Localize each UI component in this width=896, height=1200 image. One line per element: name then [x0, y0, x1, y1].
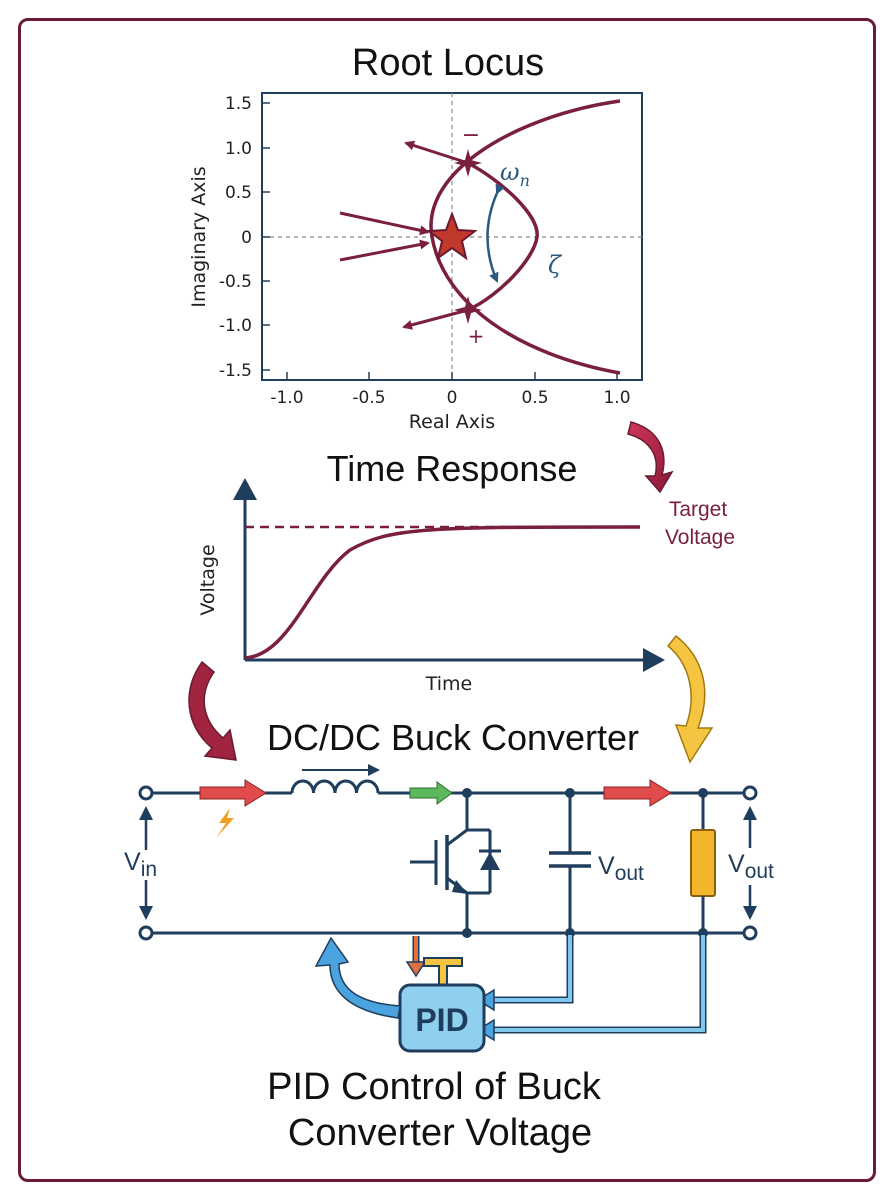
omega-label: ωn	[500, 158, 530, 190]
terminal-node	[138, 785, 154, 801]
pole-arrow	[339, 239, 430, 262]
current-arrow-red	[603, 779, 672, 807]
locus-outer-branch	[429, 99, 621, 375]
x-tick-label: 0	[447, 388, 458, 408]
buck-circuit: Vin Vout	[124, 764, 774, 1053]
vout-arrowhead-down	[743, 906, 757, 920]
feedback-arrowhead	[476, 1018, 495, 1042]
voltage-axis-label: Voltage	[197, 544, 219, 615]
transistor-symbol	[410, 793, 501, 933]
x-tick-label: 0.5	[521, 388, 548, 408]
time-response-title: Time Response	[327, 448, 578, 489]
flow-arrow-red	[627, 421, 674, 494]
zeta-label: ζ	[548, 251, 563, 279]
vin-arrowhead-down	[139, 906, 153, 920]
target-label-line1: Target	[669, 498, 728, 521]
vin-label: Vin	[124, 848, 157, 881]
y-ticks: 1.5 1.0 0.5 0 -0.5 -1.0 -1.5	[219, 94, 270, 381]
current-arrow-green	[409, 781, 453, 805]
x-tick-label: -0.5	[352, 388, 385, 408]
control-arrow-blue	[314, 936, 401, 1019]
y-tick-label: -0.5	[219, 272, 252, 292]
pid-connector	[423, 957, 463, 988]
feedback-arrowhead	[476, 988, 495, 1012]
damping-arc-arrow	[486, 183, 505, 283]
pole-star-icon	[454, 296, 482, 324]
vout-arrowhead-up	[743, 806, 757, 820]
time-response-plot: Target Voltage Time Voltage	[197, 478, 735, 695]
x-ticks: -1.0 -0.5 0 0.5 1.0	[270, 372, 631, 408]
pole-arrow	[404, 140, 469, 165]
pid-block	[398, 983, 486, 1053]
y-tick-label: 0	[241, 228, 252, 248]
gate-signal-arrowhead	[405, 961, 427, 978]
y-tick-label: 0.5	[225, 183, 252, 203]
minus-sign: −	[462, 123, 480, 148]
inductor-symbol	[290, 779, 380, 794]
feedback-line-outline	[492, 935, 707, 1034]
vin-arrowhead-up	[139, 806, 153, 820]
pole-arrow	[402, 308, 469, 330]
x-tick-label: 1.0	[603, 388, 630, 408]
locus-inner-branch	[467, 161, 539, 312]
plus-sign: +	[468, 324, 485, 348]
pole-arrow	[339, 211, 430, 236]
x-tick-label: -1.0	[270, 388, 303, 408]
current-arrow-red	[199, 779, 267, 807]
y-axis-label: Imaginary Axis	[188, 166, 210, 307]
root-locus-plot: 1.5 1.0 0.5 0 -0.5 -1.0 -1.5 -1.0 -0.5 0…	[188, 92, 643, 433]
footer-title-line1: PID Control of Buck	[267, 1066, 602, 1108]
y-tick-label: -1.5	[219, 361, 252, 381]
star-icon	[426, 211, 478, 261]
feedback-line-outline	[492, 935, 574, 1004]
vout-cap-label: Vout	[598, 852, 644, 885]
terminal-node	[742, 925, 758, 941]
x-axis-label: Real Axis	[409, 411, 495, 433]
y-tick-label: -1.0	[219, 316, 252, 336]
root-locus-title: Root Locus	[352, 42, 544, 84]
capacitor-symbol	[549, 793, 591, 933]
pole-star-icon	[454, 149, 482, 177]
lightning-icon	[216, 808, 234, 838]
vout-load-label: Vout	[728, 850, 774, 883]
resistor-symbol	[690, 829, 716, 897]
flow-arrow-yellow	[666, 634, 714, 764]
y-tick-label: 1.0	[225, 139, 252, 159]
terminal-node	[742, 785, 758, 801]
pid-label: PID	[415, 1002, 468, 1038]
footer-title-line2: Converter Voltage	[288, 1112, 592, 1154]
flow-arrow-red-left	[188, 660, 237, 761]
inductor-current-arrowhead	[368, 764, 380, 776]
y-axis-arrowhead	[233, 478, 257, 500]
buck-title: DC/DC Buck Converter	[267, 717, 639, 758]
feedback-line	[492, 935, 572, 1002]
y-tick-label: 1.5	[225, 94, 252, 114]
terminal-node	[138, 925, 154, 941]
target-label-line2: Voltage	[665, 526, 735, 549]
feedback-line	[492, 935, 705, 1032]
response-curve	[244, 525, 641, 660]
time-axis-label: Time	[425, 673, 473, 695]
x-axis-arrowhead	[643, 648, 665, 672]
